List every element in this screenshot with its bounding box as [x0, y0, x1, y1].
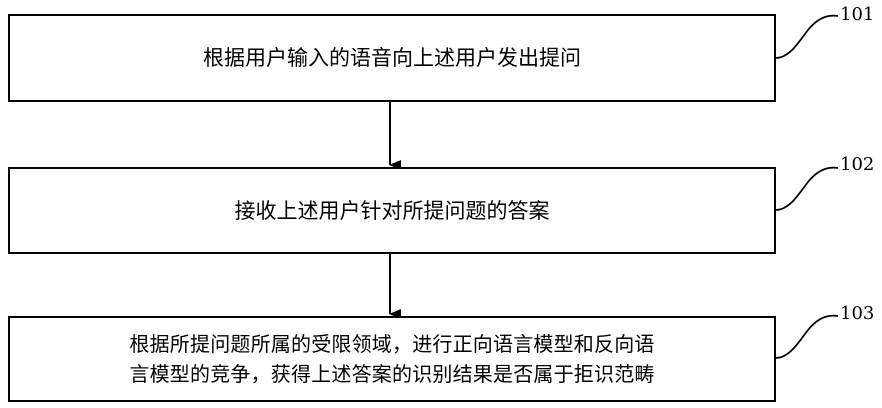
step-box-102: 接收上述用户针对所提问题的答案 — [8, 167, 776, 254]
step-label-103: 根据所提问题所属的受限领域，进行正向语言模型和反向语 言模型的竞争，获得上述答案… — [129, 329, 654, 389]
reference-number-102: 102 — [840, 155, 874, 175]
step-label-101: 根据用户输入的语音向上述用户发出提问 — [203, 43, 581, 73]
step-label-102: 接收上述用户针对所提问题的答案 — [235, 196, 550, 226]
step-box-101: 根据用户输入的语音向上述用户发出提问 — [8, 14, 776, 102]
reference-number-103: 103 — [840, 304, 874, 324]
leader-line-101 — [776, 16, 838, 58]
leader-line-103 — [776, 316, 838, 358]
reference-number-101: 101 — [840, 5, 874, 25]
step-label-103-line2: 言模型的竞争，获得上述答案的识别结果是否属于拒识范畴 — [129, 359, 654, 389]
step-box-103: 根据所提问题所属的受限领域，进行正向语言模型和反向语 言模型的竞争，获得上述答案… — [8, 316, 776, 402]
leader-line-102 — [776, 168, 838, 210]
step-label-103-line1: 根据所提问题所属的受限领域，进行正向语言模型和反向语 — [129, 329, 654, 359]
